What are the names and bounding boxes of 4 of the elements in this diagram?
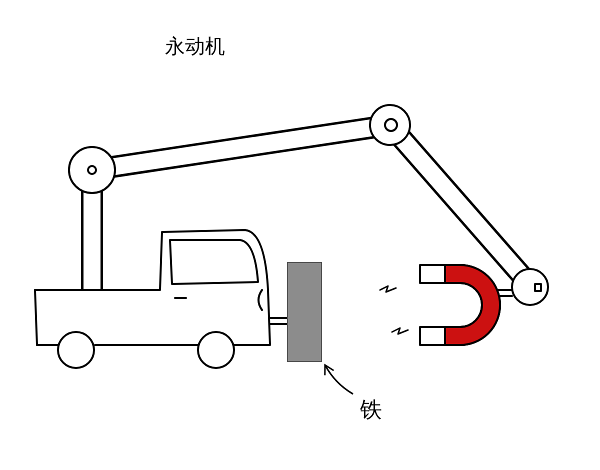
label-text: 铁 bbox=[355, 392, 387, 426]
iron-plate bbox=[287, 262, 322, 362]
leader-arrow bbox=[324, 364, 354, 395]
title: 永动机 bbox=[165, 35, 225, 60]
